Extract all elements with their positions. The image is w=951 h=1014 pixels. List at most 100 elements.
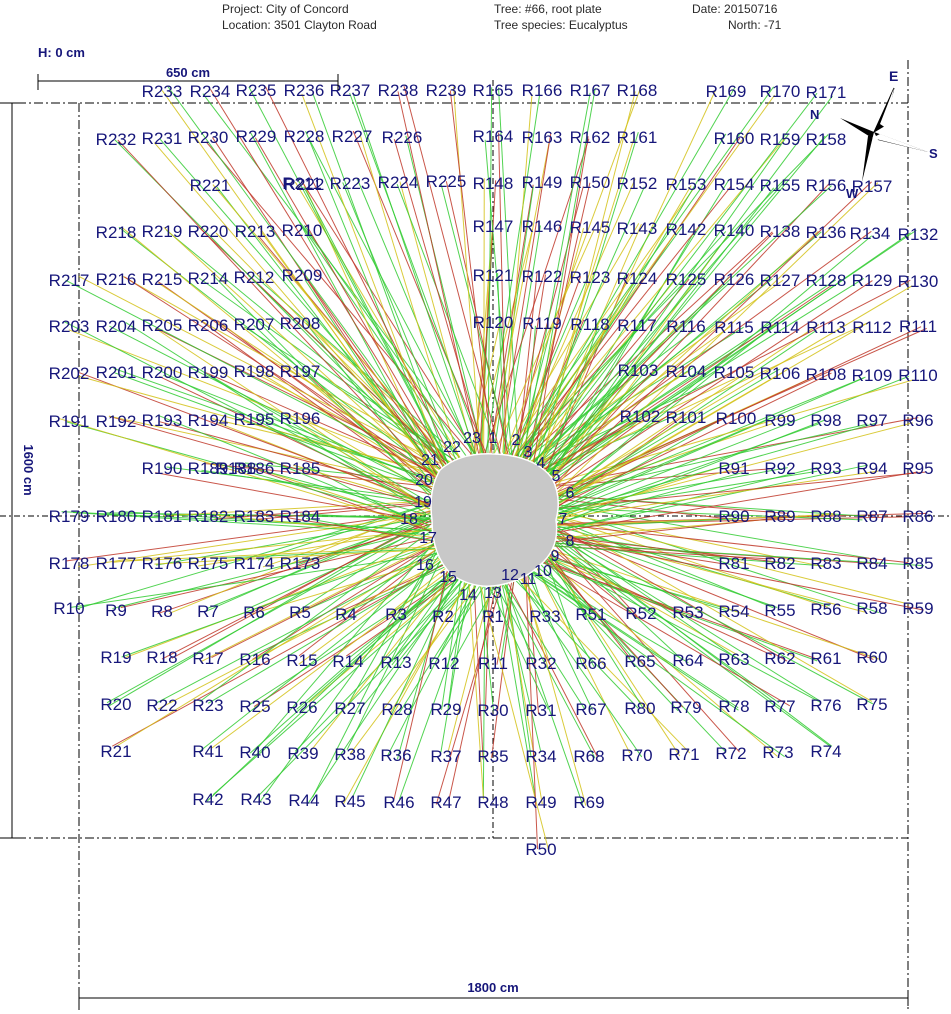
sound-path <box>112 527 437 610</box>
receiver-label: R44 <box>288 791 319 810</box>
receiver-label: R115 <box>714 318 753 337</box>
sound-path <box>476 571 550 851</box>
sound-path <box>125 322 427 514</box>
sound-path <box>551 545 824 567</box>
sound-path <box>512 276 582 465</box>
receiver-label: R232 <box>96 130 137 149</box>
receiver-label: R14 <box>332 652 363 671</box>
receiver-label: R128 <box>806 271 847 290</box>
sound-path <box>520 137 741 461</box>
receiver-label: R102 <box>620 407 661 426</box>
receiver-label: R105 <box>714 363 755 382</box>
sound-path <box>246 464 429 526</box>
sound-path <box>513 572 691 754</box>
sound-path <box>154 548 440 565</box>
vertical-dimension: 1600 cm <box>4 102 36 839</box>
sound-path <box>512 134 829 460</box>
receiver-label: R225 <box>426 172 467 191</box>
receiver-label: R7 <box>197 602 219 621</box>
sound-path <box>555 423 819 519</box>
receiver-label: R167 <box>570 81 611 100</box>
receiver-label: R26 <box>286 698 317 717</box>
sound-path <box>533 557 679 712</box>
receiver-label: R197 <box>280 362 321 381</box>
sound-path <box>551 470 818 515</box>
sound-path <box>342 574 471 805</box>
sound-path <box>545 183 830 487</box>
receiver-label: R235 <box>236 81 277 100</box>
receiver-label: R157 <box>852 177 893 196</box>
receiver-label: R35 <box>477 747 508 766</box>
sound-path <box>535 88 717 478</box>
receiver-label: R80 <box>624 699 655 718</box>
sound-path <box>502 572 599 758</box>
receiver-label: R36 <box>380 746 411 765</box>
receiver-label: R125 <box>666 270 707 289</box>
receiver-label: R176 <box>142 554 183 573</box>
receiver-label: R47 <box>430 793 461 812</box>
receiver-label: R91 <box>718 459 749 478</box>
sound-path <box>467 565 484 800</box>
receiver-label: R124 <box>617 269 658 288</box>
receiver-label: R65 <box>624 652 655 671</box>
north-offset: North: -71 <box>728 18 782 32</box>
sound-path <box>519 564 785 758</box>
sound-path <box>554 532 874 705</box>
sound-path <box>483 178 485 453</box>
receiver-label: R169 <box>706 82 747 101</box>
receiver-label: R228 <box>284 127 325 146</box>
sound-path <box>549 464 869 533</box>
sound-path <box>554 329 817 507</box>
sound-path <box>532 223 642 476</box>
receiver-label: R85 <box>902 554 933 573</box>
sensor-label: 17 <box>419 530 437 547</box>
sound-path <box>249 568 459 754</box>
receiver-label: R211 <box>282 174 321 193</box>
receiver-label: R98 <box>810 411 841 430</box>
sound-path <box>528 87 596 467</box>
sound-path <box>155 552 440 704</box>
receiver-label: R212 <box>234 268 275 287</box>
sound-path <box>68 329 443 476</box>
receiver-label: R196 <box>280 409 321 428</box>
receiver-label: R166 <box>522 81 563 100</box>
sound-path <box>447 574 466 708</box>
sound-path <box>405 135 485 457</box>
receiver-label: R64 <box>672 651 703 670</box>
sound-path <box>114 372 441 493</box>
sound-path <box>547 552 773 656</box>
sound-path <box>552 517 774 609</box>
receiver-label: R82 <box>764 554 795 573</box>
receiver-label: R114 <box>760 318 799 337</box>
sound-path <box>78 371 436 507</box>
receiver-label: R95 <box>902 459 933 478</box>
sound-path <box>550 182 879 500</box>
sound-path <box>533 132 639 471</box>
sound-path <box>293 413 429 509</box>
sound-path <box>307 572 463 804</box>
sound-path <box>216 186 441 478</box>
receiver-label: R199 <box>188 363 229 382</box>
sensor-label: 2 <box>512 432 521 449</box>
sound-path <box>206 561 462 802</box>
sound-path <box>352 565 462 798</box>
sound-path <box>489 574 537 661</box>
receiver-label: R118 <box>570 315 609 334</box>
sound-path <box>121 543 435 658</box>
sound-path <box>557 368 780 501</box>
sound-path <box>515 326 552 465</box>
height-readout: H: 0 cm <box>38 45 85 60</box>
sensor-label: 15 <box>439 569 457 586</box>
receiver-label: R220 <box>188 222 229 241</box>
sound-path <box>551 422 878 516</box>
sound-path <box>166 466 437 502</box>
sensor-label: 11 <box>520 571 537 588</box>
receiver-label: R188 <box>216 459 257 478</box>
sound-path <box>532 92 818 465</box>
receiver-label: R77 <box>764 697 795 716</box>
receiver-label: R184 <box>280 507 321 526</box>
receiver-label: R20 <box>100 695 131 714</box>
receiver-label: R229 <box>236 127 277 146</box>
receiver-label: R67 <box>575 700 606 719</box>
sound-path <box>112 529 434 563</box>
